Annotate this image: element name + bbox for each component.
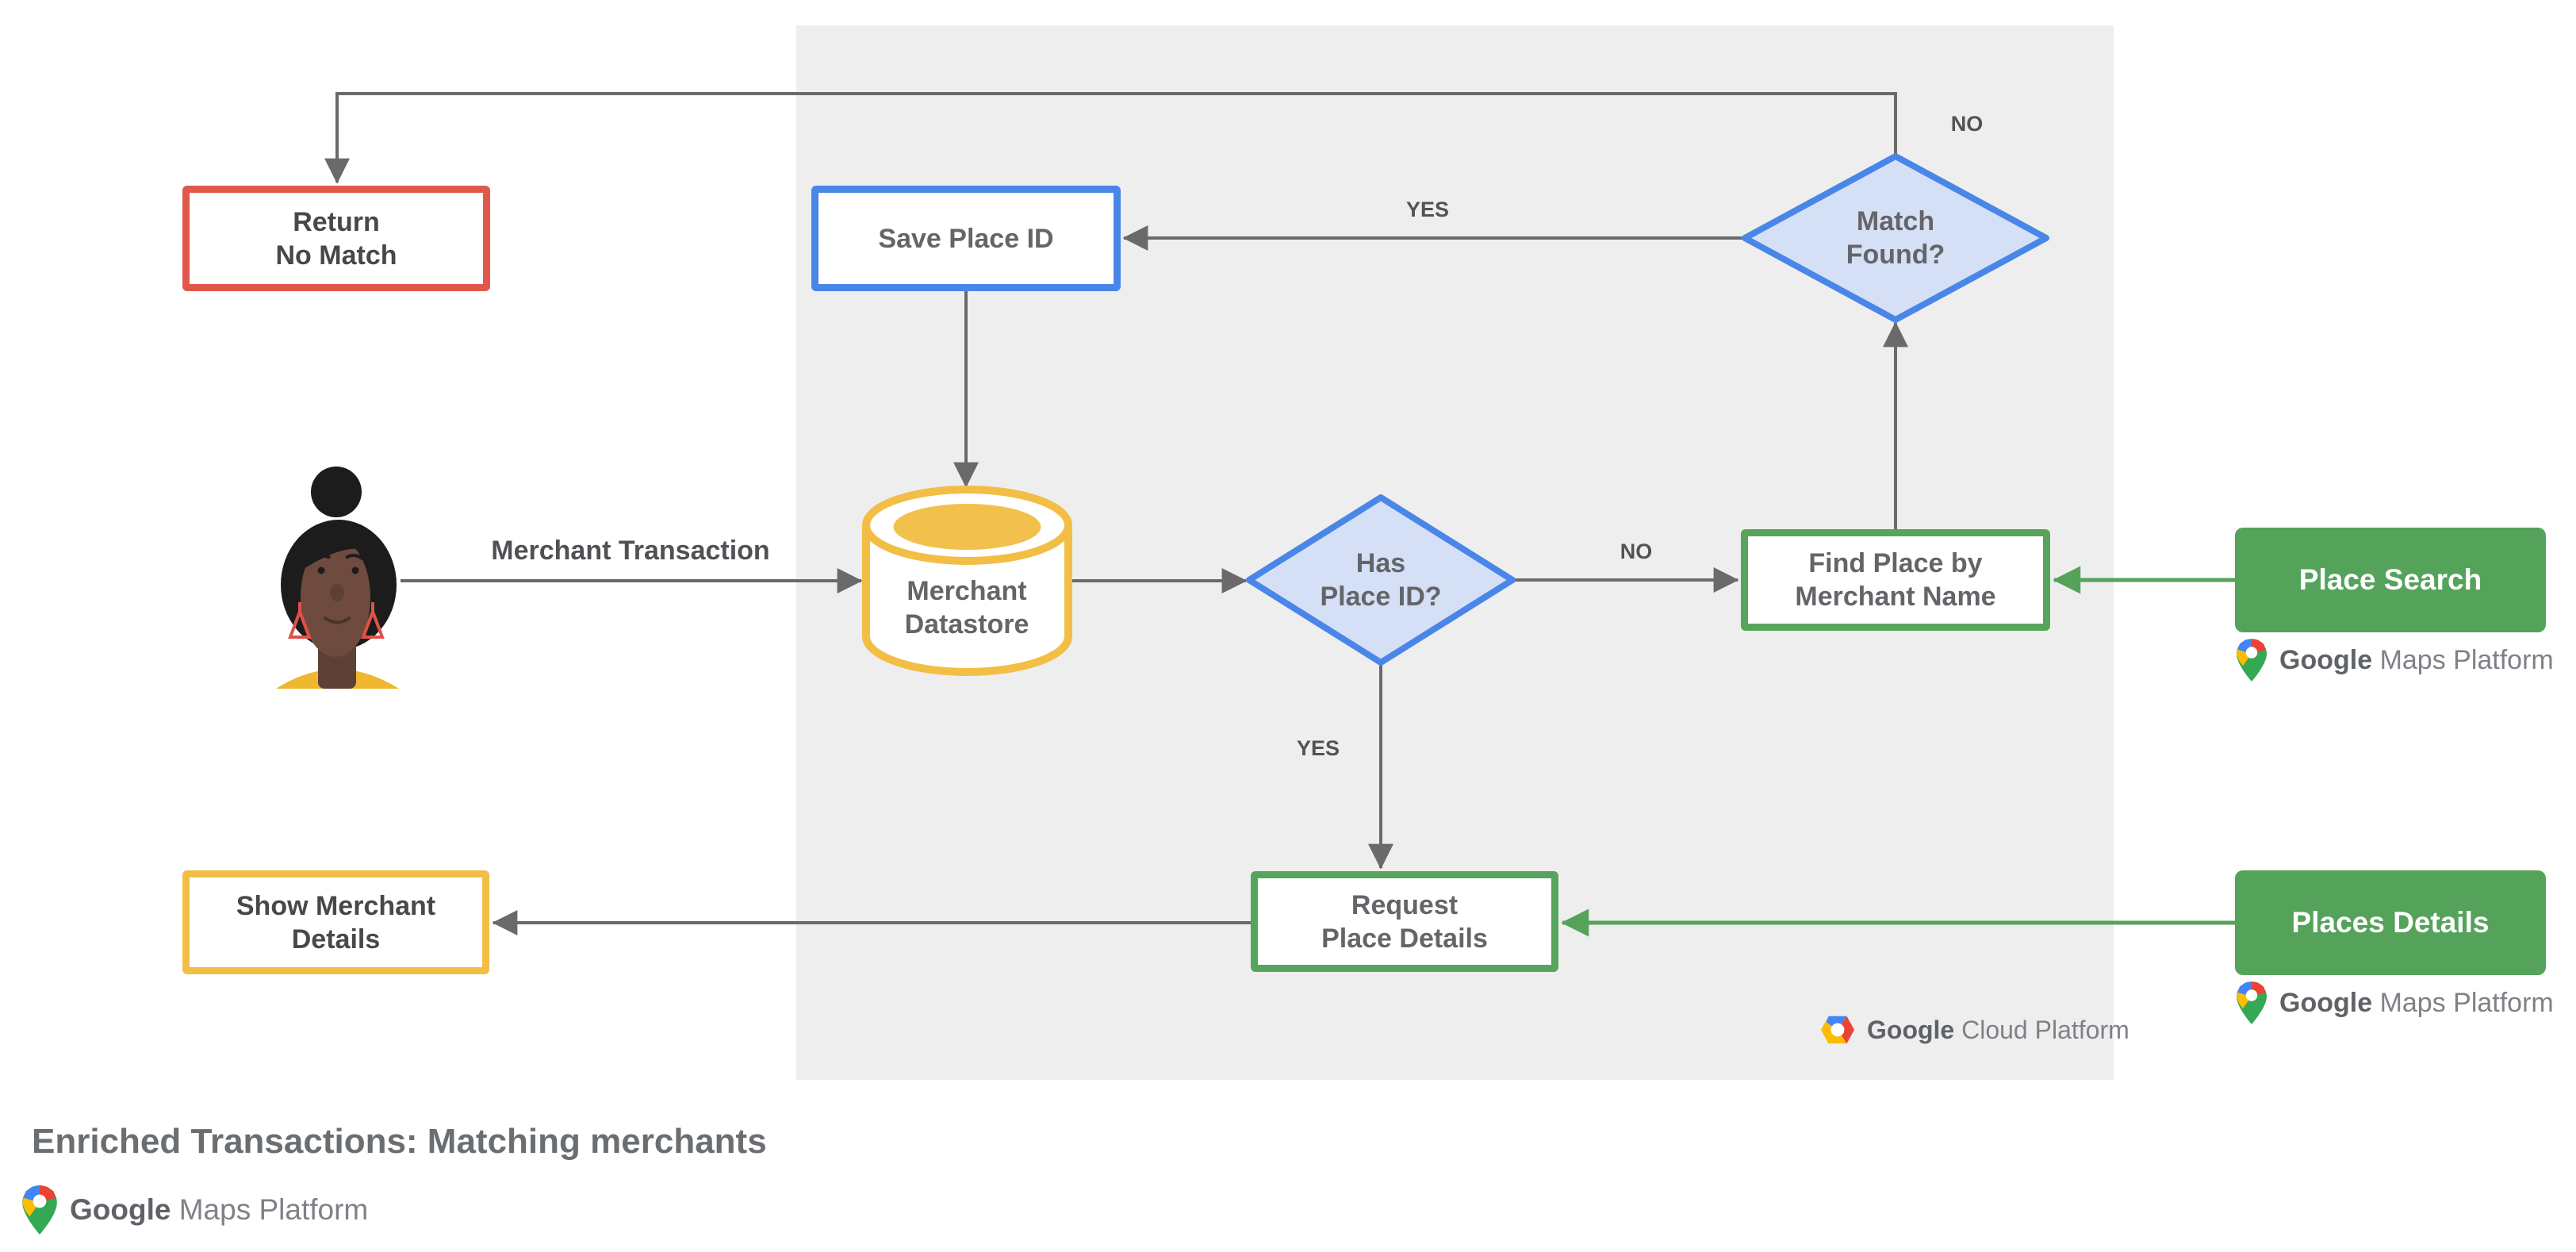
api-places-details: Places Details [2235, 870, 2546, 975]
diagram-title: Enriched Transactions: Matching merchant… [32, 1122, 767, 1161]
node-request-place-details: Request Place Details [1251, 871, 1558, 972]
maps-pin-icon [2237, 639, 2267, 682]
google-cloud-platform-lockup: Google Cloud Platform [1819, 1014, 2129, 1046]
node-show-merchant-details: Show Merchant Details [182, 870, 489, 974]
lockup-google-text: Google [2279, 987, 2373, 1018]
maps-platform-lockup-places-details: Google Maps Platform [2237, 981, 2554, 1024]
avatar-shirt [276, 669, 399, 689]
lockup-product-text: Maps Platform [178, 1193, 369, 1226]
lockup-product-text: Maps Platform [2379, 644, 2554, 675]
merchant-avatar [276, 467, 399, 689]
lockup-product-text: Cloud Platform [1961, 1015, 2129, 1044]
maps-platform-lockup-footer: Google Maps Platform [22, 1185, 368, 1235]
node-find-place-by-merchant-name: Find Place by Merchant Name [1741, 529, 2050, 631]
lockup-product-text: Maps Platform [2379, 987, 2554, 1018]
lockup-google-text: Google [1867, 1015, 1955, 1044]
avatar-earrings [288, 602, 385, 639]
cloud-hexagon-icon [1819, 1014, 1856, 1046]
merchant-transaction-label: Merchant Transaction [491, 536, 770, 566]
maps-pin-icon [2237, 981, 2267, 1024]
maps-platform-lockup-place-search: Google Maps Platform [2237, 639, 2554, 682]
node-save-place-id: Save Place ID [811, 186, 1121, 291]
api-place-search: Place Search [2235, 528, 2546, 632]
lockup-google-text: Google [2279, 644, 2373, 675]
lockup-google-text: Google [70, 1193, 171, 1226]
maps-pin-icon [22, 1185, 57, 1235]
node-return-no-match: Return No Match [182, 186, 490, 291]
